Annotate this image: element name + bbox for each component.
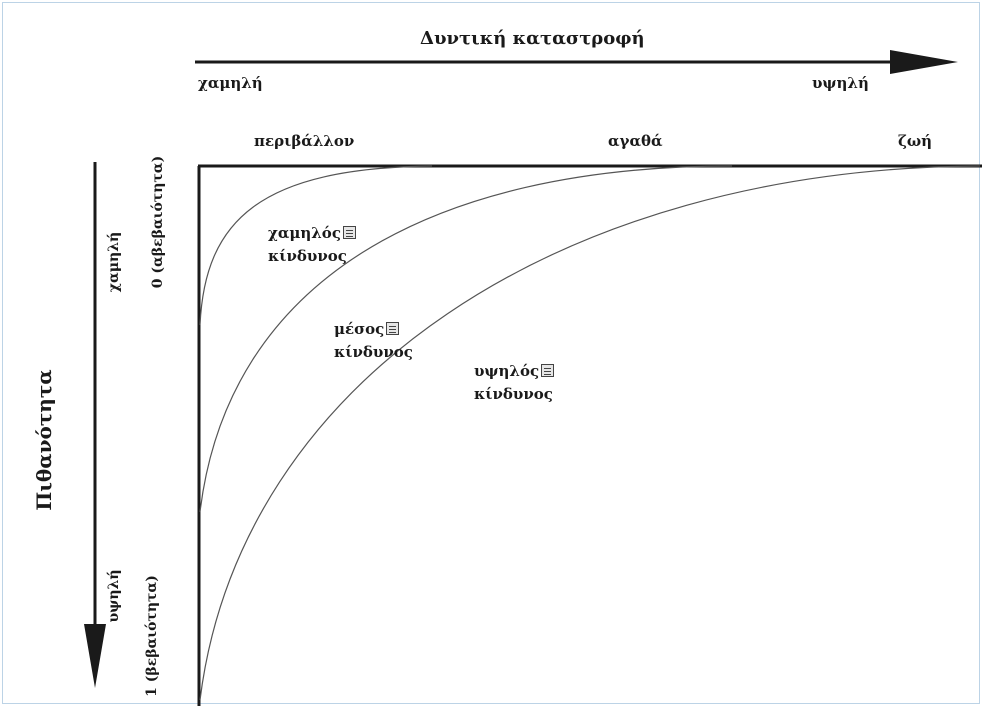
y-axis-high-label: υψηλή — [106, 569, 122, 623]
x-axis-high-label: υψηλή — [812, 74, 869, 92]
curve-high-risk — [199, 165, 981, 701]
zone-high-risk: υψηλός κίνδυνος — [474, 360, 555, 406]
zone-high-risk-line1: υψηλός — [474, 362, 540, 380]
y-axis-low-value: 0 (αβεβαιότητα) — [150, 155, 166, 289]
zone-low-risk-line1: χαμηλός — [268, 224, 341, 242]
y-axis-high-value: 1 (βεβαιότητα) — [144, 575, 160, 697]
zone-high-risk-line2: κίνδυνος — [474, 385, 553, 403]
missing-glyph-box-icon — [386, 322, 400, 335]
zone-medium-risk-line2: κίνδυνος — [334, 343, 413, 361]
zone-low-risk: χαμηλός κίνδυνος — [268, 222, 356, 268]
zone-medium-risk: μέσος κίνδυνος — [334, 318, 413, 364]
plot-frame — [197, 164, 982, 706]
x-axis-arrow — [195, 50, 958, 74]
category-environment: περιβάλλον — [254, 132, 355, 150]
y-axis-arrow — [84, 162, 106, 688]
y-axis-low-label: χαμηλή — [106, 231, 122, 293]
zone-medium-risk-line1: μέσος — [334, 320, 385, 338]
x-axis-low-label: χαμηλή — [198, 74, 263, 92]
curve-low-risk — [199, 165, 433, 326]
zone-low-risk-line2: κίνδυνος — [268, 247, 347, 265]
missing-glyph-box-icon — [342, 226, 356, 239]
category-goods: αγαθά — [608, 132, 663, 150]
category-life: ζωή — [898, 132, 933, 150]
y-axis-title: Πιθανότητα — [32, 369, 56, 511]
missing-glyph-box-icon — [541, 364, 555, 377]
curve-medium-risk — [199, 165, 733, 513]
x-axis-title: Δυντική καταστροφή — [420, 28, 645, 49]
